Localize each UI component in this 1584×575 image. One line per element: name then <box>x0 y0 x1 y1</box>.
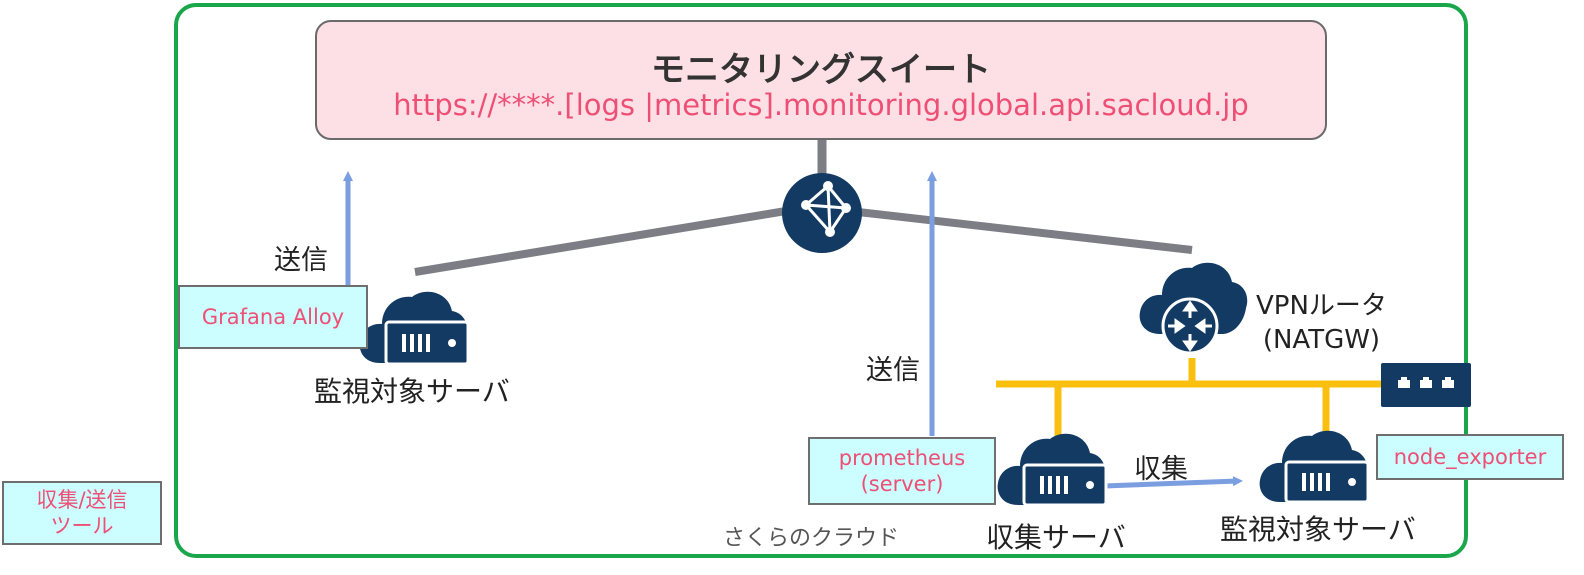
switch-hub-icon <box>1381 363 1471 407</box>
middle-send-label: 送信 <box>866 355 920 386</box>
node-exporter-tag: node_exporter <box>1376 434 1564 480</box>
prometheus-server-label: (server) <box>860 472 944 496</box>
vpn-router-name: VPNルータ <box>1256 291 1387 321</box>
legend-tool-tag: 収集/送信 ツール <box>2 481 162 545</box>
node-exporter-label: node_exporter <box>1393 444 1547 469</box>
vpn-router-icon <box>1139 262 1248 355</box>
sakura-cloud-label: さくらのクラウド <box>723 526 900 551</box>
legend-line2: ツール <box>50 514 114 538</box>
right-server-label: 監視対象サーバ <box>1220 513 1416 546</box>
vpn-router-label: VPNルータ (NATGW) <box>1256 290 1387 358</box>
grafana-alloy-tag: Grafana Alloy <box>178 285 368 349</box>
left-send-label: 送信 <box>274 245 328 276</box>
left-server-label: 監視対象サーバ <box>314 375 510 408</box>
sakura-cloud-frame <box>174 3 1468 558</box>
left-server-cloud-icon <box>359 291 470 366</box>
prometheus-label: prometheus <box>838 445 966 470</box>
local-switch-network <box>996 358 1392 436</box>
collector-server-icon <box>997 433 1108 507</box>
suite-endpoint-url: https://****.[logs |metrics].monitoring.… <box>393 88 1249 122</box>
prometheus-tag: prometheus (server) <box>808 437 996 505</box>
wire-to-left-server <box>414 206 793 276</box>
vpn-router-natgw: (NATGW) <box>1262 324 1381 355</box>
collect-label: 収集 <box>1134 454 1188 485</box>
internet-globe-icon <box>782 173 862 253</box>
collector-server-label: 収集サーバ <box>986 521 1126 554</box>
right-server-cloud-icon <box>1259 430 1370 504</box>
suite-title: モニタリングスイート <box>651 50 991 90</box>
legend-line1: 収集/送信 <box>36 487 128 512</box>
monitoring-suite-box: モニタリングスイート https://****.[logs |metrics].… <box>315 20 1327 140</box>
wire-to-vpn-router <box>857 208 1193 254</box>
collect-arrow <box>1103 476 1243 489</box>
grafana-alloy-label: Grafana Alloy <box>201 304 345 329</box>
